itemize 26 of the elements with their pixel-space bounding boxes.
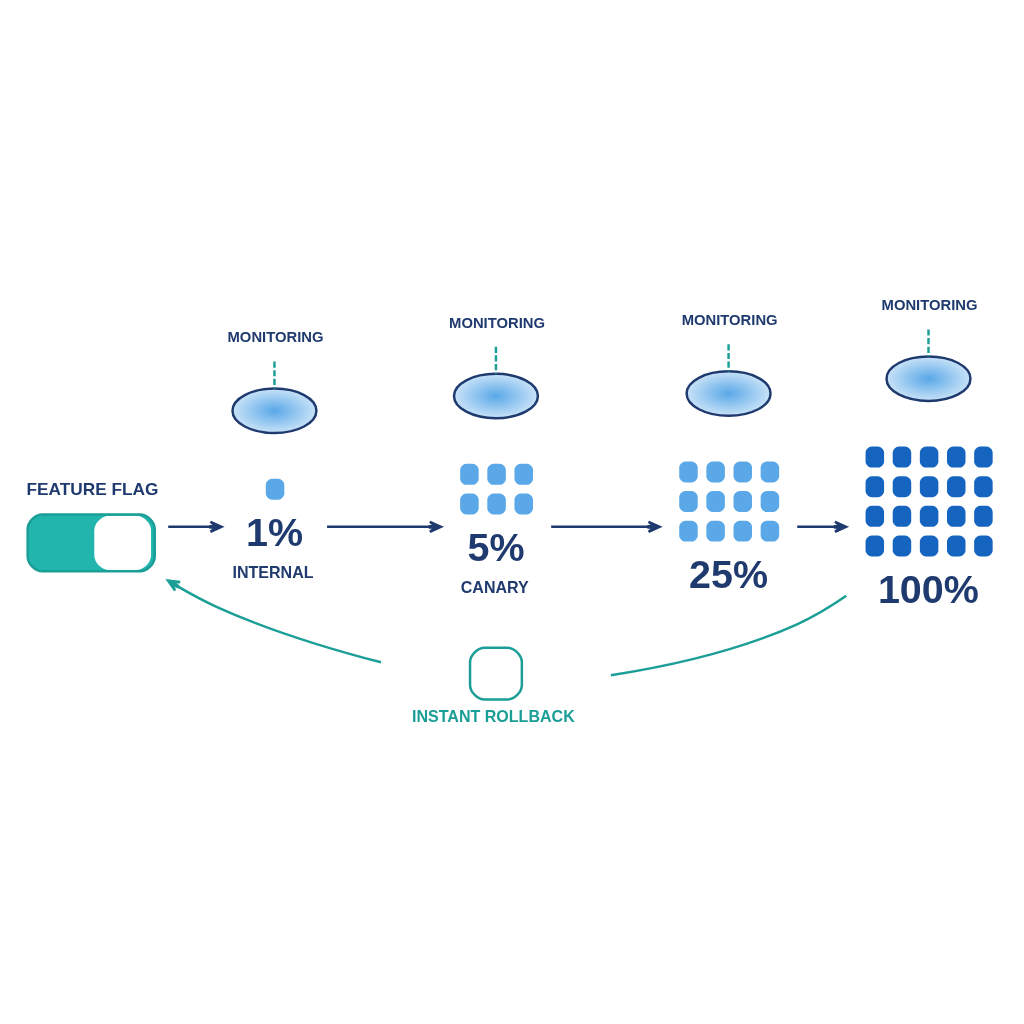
arrow <box>551 520 661 534</box>
node-picture <box>885 355 972 403</box>
node-label: INSTANT ROLLBACK <box>412 707 575 726</box>
connector <box>927 329 930 357</box>
node-picture <box>231 387 318 435</box>
arrow <box>327 520 443 534</box>
arrow <box>168 520 223 534</box>
node-label: 25% <box>689 552 769 597</box>
node-label: FEATURE FLAG <box>26 478 159 499</box>
connector <box>610 594 847 677</box>
node-picture <box>685 370 772 417</box>
node-picture <box>452 372 540 420</box>
node-label: 5% <box>467 524 525 569</box>
node-label: CANARY <box>460 577 529 596</box>
node-text: MONITORING <box>881 297 978 314</box>
node-text: MONITORING <box>681 312 778 329</box>
node-label: 1% <box>246 510 304 555</box>
node-label: INTERNAL <box>232 562 314 581</box>
connector <box>727 344 730 372</box>
node-label: 100% <box>877 566 979 611</box>
connector <box>273 361 276 389</box>
arrow <box>166 579 382 664</box>
node-text: MONITORING <box>449 314 545 331</box>
connector <box>494 346 498 374</box>
node-text: MONITORING <box>227 329 324 346</box>
arrow <box>797 520 848 534</box>
